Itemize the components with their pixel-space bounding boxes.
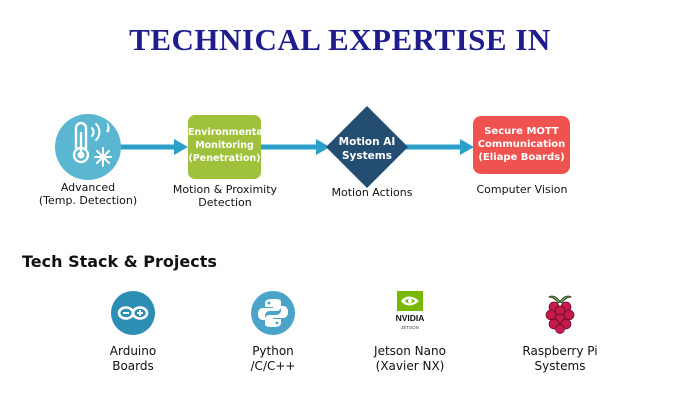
node-motion-ai <box>326 106 408 188</box>
tech-stack-heading: Tech Stack & Projects <box>22 252 217 271</box>
caption-temp-line-1: Advanced <box>60 181 116 194</box>
node-temp-detection <box>55 114 121 180</box>
node-env-label: Environmental Monitoring (Penetration) <box>188 126 266 165</box>
nvidia-icon-text: NVIDIA <box>396 313 425 323</box>
caption-temp-line-2: (Temp. Detection) <box>38 194 138 207</box>
python-icon <box>251 291 295 335</box>
tech-raspberry-line-2: Systems <box>534 359 586 373</box>
arrow-1 <box>120 139 188 155</box>
node-motion-line-2: Systems <box>342 150 392 162</box>
node-environmental-monitoring <box>188 115 261 179</box>
node-motion-label: Motion AI Systems <box>330 135 404 163</box>
node-env-line-3: (Penetration) <box>188 153 261 164</box>
caption-mqtt-line-1: Computer Vision <box>476 183 568 196</box>
tech-raspberry-line-1: Raspberry Pi <box>522 344 598 358</box>
caption-motion-line-1: Motion Actions <box>331 186 413 199</box>
caption-mqtt: Computer Vision <box>462 183 582 196</box>
jetson-icon-text: JETSON <box>401 325 419 330</box>
node-motion-line-1: Motion AI <box>338 136 396 148</box>
arrow-3 <box>404 139 474 155</box>
arduino-icon <box>111 291 155 335</box>
nvidia-jetson-icon: NVIDIA JETSON <box>396 291 425 330</box>
raspberry-pi-icon <box>545 295 575 334</box>
caption-env: Motion & Proximity Detection <box>160 183 290 209</box>
node-env-line-2: Monitoring <box>195 140 254 151</box>
tech-item-jetson: NVIDIA JETSON Jetson Nano (Xavier NX) <box>350 290 470 374</box>
caption-env-line-2: Detection <box>198 196 252 209</box>
caption-motion: Motion Actions <box>312 186 432 199</box>
page-title: TECHNICAL EXPERTISE IN <box>129 22 551 57</box>
thermometer-snowflake-icon <box>72 121 112 167</box>
tech-item-python: Python /C/C++ <box>213 290 333 374</box>
node-secure-mqtt <box>473 116 570 174</box>
tech-item-raspberry: Raspberry Pi Systems <box>500 290 620 374</box>
tech-arduino-line-2: Boards <box>112 359 154 373</box>
node-mqtt-line-2: Communication <box>477 139 566 150</box>
node-env-line-1: Environmental <box>188 127 266 138</box>
tech-jetson-line-1: Jetson Nano <box>374 344 446 358</box>
tech-jetson-line-2: (Xavier NX) <box>375 359 445 373</box>
process-flow <box>55 106 570 188</box>
caption-temp: Advanced (Temp. Detection) <box>28 181 148 207</box>
node-mqtt-line-1: Secure MOTT <box>484 126 559 137</box>
tech-python-line-1: Python <box>252 344 294 358</box>
tech-arduino-line-1: Arduino <box>109 344 157 358</box>
tech-item-arduino: Arduino Boards <box>73 290 193 374</box>
tech-python-line-2: /C/C++ <box>250 359 296 373</box>
node-mqtt-line-3: (Eliape Boards) <box>478 152 565 163</box>
caption-env-line-1: Motion & Proximity <box>172 183 278 196</box>
arrow-2 <box>261 139 330 155</box>
node-mqtt-label: Secure MOTT Communication (Eliape Boards… <box>473 125 570 164</box>
